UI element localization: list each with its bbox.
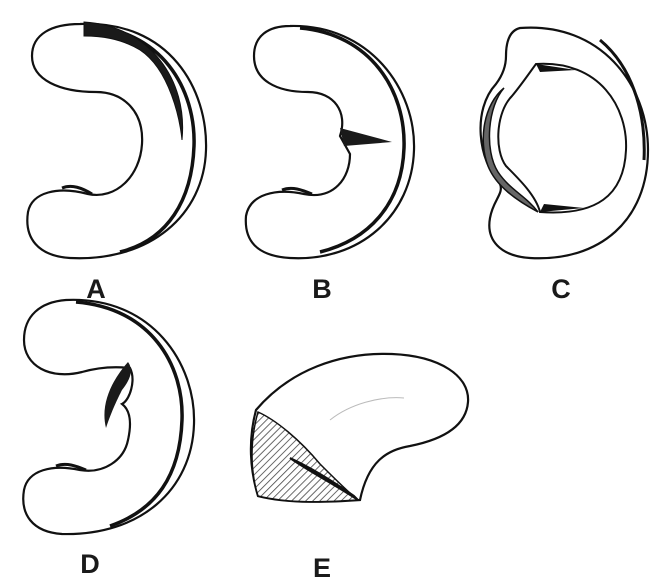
flap-tear [104, 362, 130, 428]
panel-label-d: D [80, 551, 100, 578]
meniscus-c [481, 28, 648, 259]
meniscus-d [23, 300, 194, 534]
meniscus-b [246, 26, 414, 258]
meniscus-e [251, 354, 468, 502]
panel-label-b: B [312, 276, 332, 303]
panel-label-e: E [313, 555, 331, 582]
panel-label-a: A [86, 276, 106, 303]
panel-label-c: C [551, 276, 571, 303]
meniscus-a [27, 22, 206, 258]
